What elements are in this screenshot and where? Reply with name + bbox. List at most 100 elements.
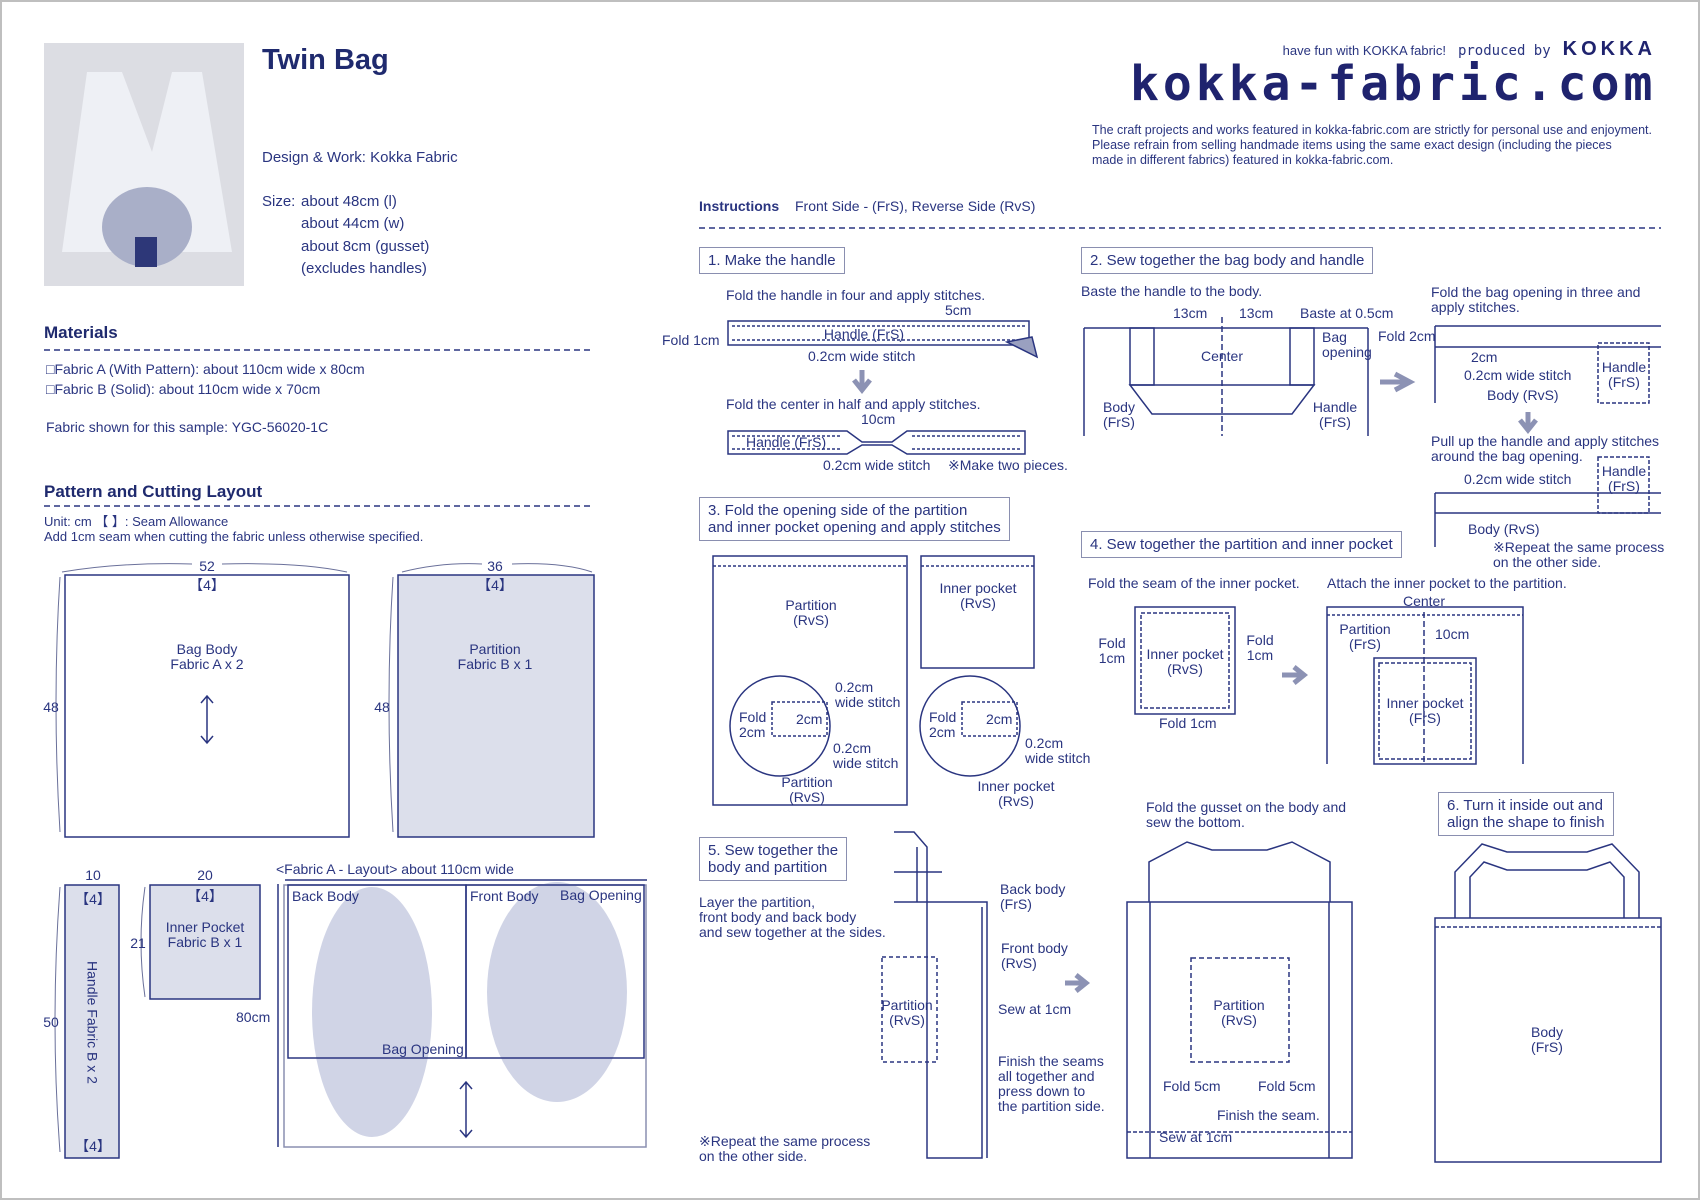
dimension-label: 36 — [487, 558, 503, 574]
annotation: 2cm — [1471, 349, 1498, 365]
brand-logo: KOKKA — [1562, 38, 1656, 60]
instruction-text: Attach the inner pocket to the partition… — [1327, 575, 1567, 591]
handle-piece — [64, 884, 120, 1159]
annotation: 13cm — [1173, 305, 1208, 321]
annotation: 0.2cm wide stitch — [833, 740, 899, 771]
annotation: 0.2cm wide stitch — [835, 679, 901, 710]
annotation: 10cm — [1435, 626, 1470, 642]
layered-body-diagram — [894, 831, 988, 1159]
step-2-title: 2. Sew together the bag body and handle — [1081, 247, 1374, 274]
annotation: Inner pocket (RvS) — [939, 580, 1017, 611]
annotation: Front body (RvS) — [1001, 940, 1068, 971]
annotation: Finish the seam. — [1217, 1107, 1320, 1123]
step-1-title: 1. Make the handle — [699, 247, 845, 274]
step-6-title: 6. Turn it inside out and align the shap… — [1438, 792, 1614, 836]
tagline: have fun with KOKKA fabric! — [1282, 43, 1446, 58]
dimension-label: 21 — [130, 935, 146, 951]
dimension-label: 20 — [197, 867, 213, 883]
seam-label: 【4】 — [189, 577, 225, 593]
annotation: Partition (FrS) — [1339, 621, 1391, 652]
finished-bag-diagram — [1434, 917, 1662, 1163]
seam-label: 【4】 — [477, 577, 513, 593]
piece-label: Back Body — [292, 888, 359, 904]
dimension-label: 52 — [199, 558, 215, 574]
iron-icon — [1004, 336, 1039, 359]
disclaimer: The craft projects and works featured in… — [1092, 123, 1652, 167]
annotation: Fold 5cm — [1163, 1078, 1221, 1094]
instruction-text: Fold the center in half and apply stitch… — [726, 396, 981, 412]
annotation: 5cm — [945, 302, 972, 318]
annotation: ※Make two pieces. — [948, 457, 1068, 473]
annotation: Body (FrS) — [1103, 399, 1135, 430]
dimension-label: 80cm — [236, 1009, 271, 1025]
handle-diagram — [727, 320, 1030, 346]
down-arrow-icon — [1518, 412, 1538, 435]
size-label: Size: — [262, 193, 296, 210]
site-logo[interactable]: kokka-fabric.com — [1130, 56, 1657, 112]
annotation: ※Repeat the same process on the other si… — [1493, 539, 1665, 570]
annotation: Center — [1402, 593, 1446, 609]
annotation: Fold 2cm — [739, 709, 767, 740]
annotation: Handle (FrS) — [746, 434, 827, 450]
annotation: Body (FrS) — [1531, 1024, 1563, 1055]
gusset-bag-diagram — [1126, 901, 1353, 1159]
dimension-label: 50 — [43, 1014, 59, 1030]
annotation: Partition (RvS) — [881, 997, 933, 1028]
annotation: Body (RvS) — [1487, 387, 1559, 403]
size-width: about 44cm (w) — [301, 215, 405, 232]
annotation: Handle (FrS) — [1601, 359, 1647, 390]
annotation: Inner pocket (RvS) — [1146, 646, 1224, 677]
annotation: 0.2cm wide stitch — [823, 457, 931, 473]
piece-label: Partition Fabric B x 1 — [457, 641, 533, 672]
annotation: Fold 1cm — [662, 332, 720, 348]
designer: Design & Work: Kokka Fabric — [262, 149, 458, 166]
materials-heading: Materials — [44, 323, 118, 342]
annotation: Fold 1cm — [1246, 632, 1274, 663]
fabric-sample: Fabric shown for this sample: YGC-56020-… — [46, 419, 329, 435]
annotation: Handle (FrS) — [1312, 399, 1358, 430]
instruction-text: Baste the handle to the body. — [1081, 283, 1263, 299]
instruction-text: Fold the seam of the inner pocket. — [1088, 575, 1300, 591]
annotation: 10cm — [861, 411, 896, 427]
annotation: Handle (FrS) — [1601, 463, 1647, 494]
page-title: Twin Bag — [262, 44, 389, 76]
size-note: (excludes handles) — [301, 260, 427, 277]
partition-piece — [397, 574, 595, 838]
annotation: Fold 5cm — [1258, 1078, 1316, 1094]
dimension-label: 48 — [374, 699, 390, 715]
inner-pocket-diagram — [920, 555, 1035, 669]
annotation: Partition (RvS) — [781, 774, 833, 805]
instruction-text: Fold the bag opening in three and apply … — [1431, 284, 1641, 315]
annotation: Fold 2cm — [1378, 328, 1436, 344]
instructions-heading: Instructions — [699, 198, 780, 214]
instruction-text: Fold the handle in four and apply stitch… — [726, 287, 986, 303]
folded-body-diagram — [1434, 325, 1661, 403]
fabric-layout-title: <Fabric A - Layout> about 110cm wide — [276, 861, 514, 877]
annotation: Body (RvS) — [1468, 521, 1540, 537]
layout-heading: Pattern and Cutting Layout — [44, 482, 263, 501]
unit-note: Unit: cm 【 】: Seam Allowance — [44, 514, 229, 529]
bear-back-illustration — [312, 887, 432, 1137]
annotation: 0.2cm wide stitch — [1464, 471, 1572, 487]
instructions-legend: Front Side - (FrS), Reverse Side (RvS) — [795, 198, 1036, 214]
grain-arrow-icon — [200, 694, 214, 745]
annotation: ※Repeat the same process on the other si… — [699, 1133, 871, 1164]
header-brand-row: have fun with KOKKA fabric! produced by … — [1283, 38, 1656, 61]
dimension-label: 10 — [85, 867, 101, 883]
annotation: 2cm — [796, 711, 823, 727]
bear-front-illustration — [487, 882, 627, 1102]
down-arrow-icon — [852, 370, 872, 395]
piece-label: Bag Opening — [560, 887, 642, 903]
right-arrow-icon — [1065, 973, 1091, 993]
piece-label: Bag Opening — [382, 1041, 464, 1057]
annotation: 0.2cm wide stitch — [1464, 367, 1572, 383]
pocket-fold-diagram — [1134, 606, 1236, 715]
annotation: 13cm — [1239, 305, 1274, 321]
seam-label: 【4】 — [75, 1138, 111, 1154]
right-arrow-icon — [1282, 665, 1309, 685]
bag-body-piece — [64, 574, 350, 838]
material-item: □Fabric B (Solid): about 110cm wide x 70… — [46, 381, 321, 397]
annotation: 0.2cm wide stitch — [808, 348, 916, 364]
